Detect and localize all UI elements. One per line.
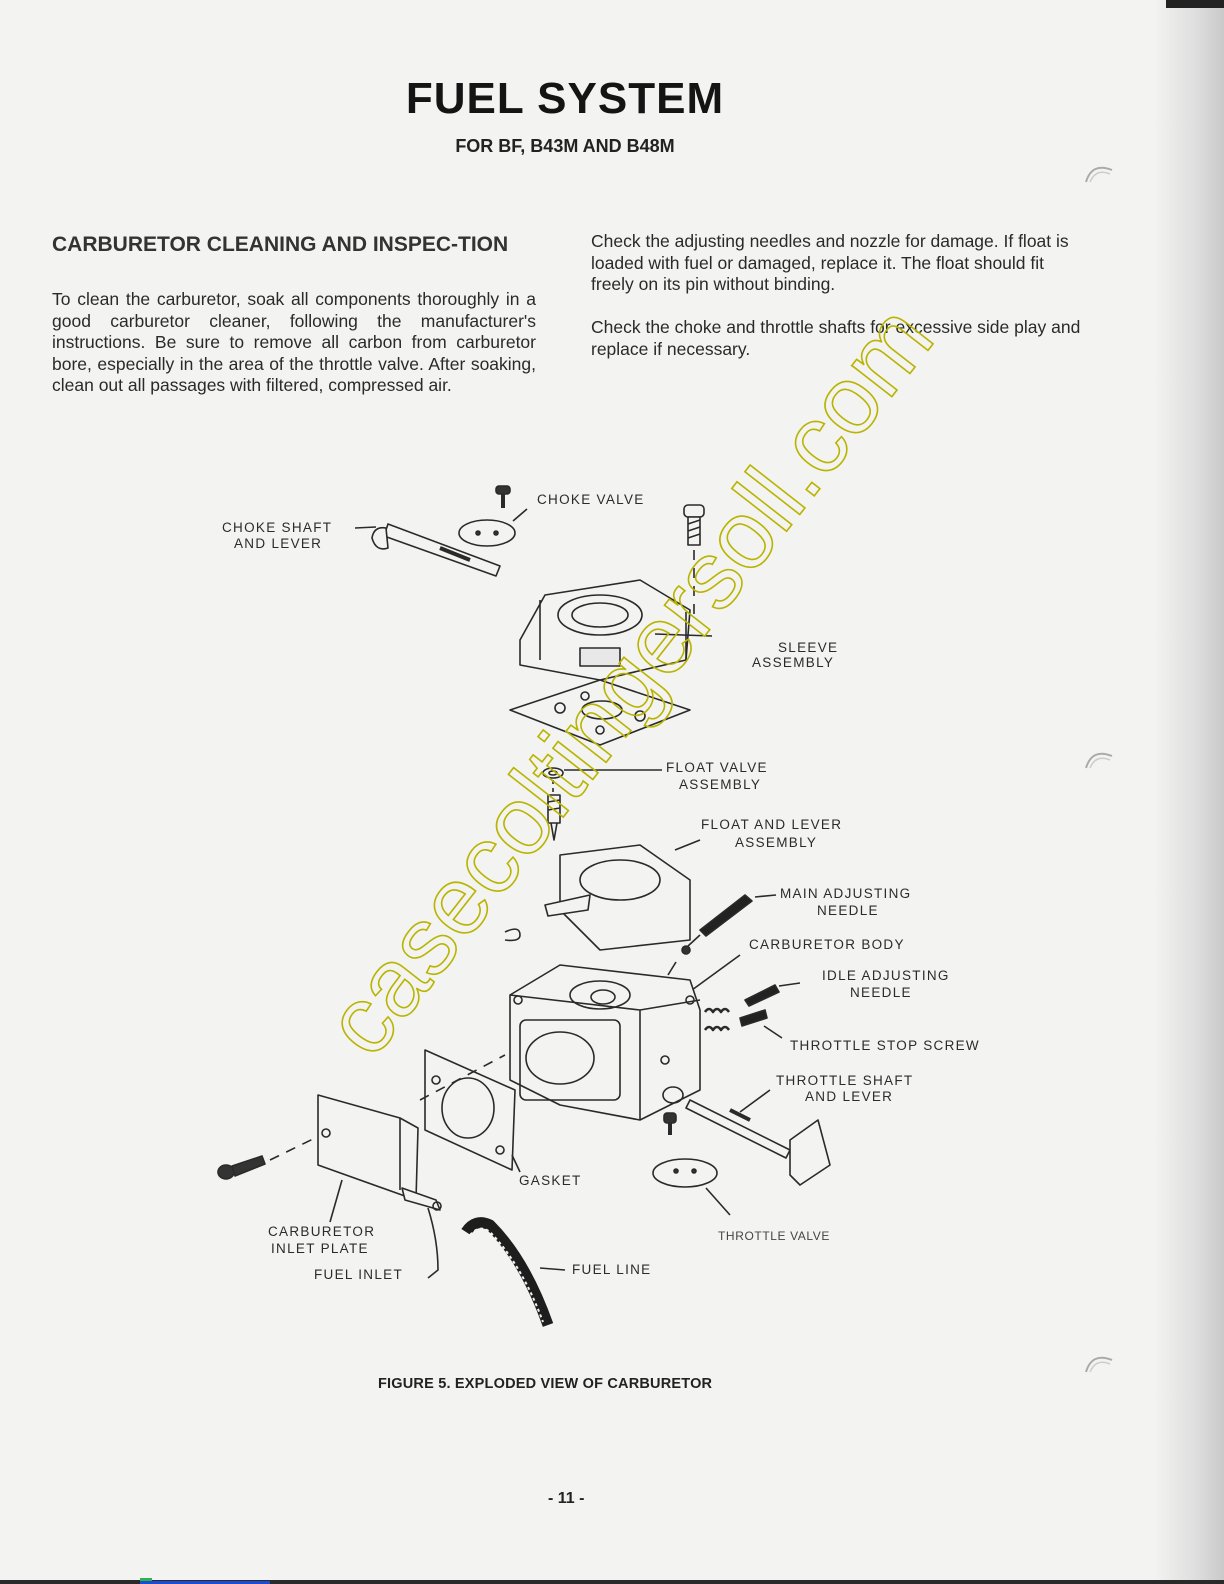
- page-edge-shadow: [1154, 0, 1224, 1584]
- sleeve-screw-icon: [683, 504, 705, 546]
- label-float-valve: FLOAT VALVE: [666, 760, 768, 775]
- page-title: FUEL SYSTEM: [405, 74, 725, 123]
- main-needle-icon: [687, 894, 753, 947]
- idle-needle-icon: [744, 982, 801, 1007]
- label-choke-shaft: CHOKE SHAFT: [222, 520, 332, 535]
- scan-edge-mark: [1166, 0, 1224, 8]
- punch-hole-icon: [1085, 1356, 1113, 1373]
- label-throttle-valve: THROTTLE VALVE: [718, 1229, 830, 1243]
- label-float-valve-2: ASSEMBLY: [679, 777, 761, 792]
- float-valve-icon: [542, 767, 564, 841]
- label-idle-needle: IDLE ADJUSTING: [822, 968, 950, 983]
- label-sleeve: SLEEVE: [778, 640, 838, 655]
- label-sleeve-2: ASSEMBLY: [752, 655, 834, 670]
- label-main-needle: MAIN ADJUSTING: [780, 886, 911, 901]
- part-labels: CHOKE VALVE CHOKE SHAFT AND LEVER SLEEVE…: [222, 492, 980, 1282]
- section-heading: CARBURETOR CLEANING AND INSPEC-TION: [52, 233, 509, 256]
- watermark-text: casecoltingersoll.com: [304, 286, 953, 1075]
- punch-hole-icon: [1085, 166, 1113, 183]
- throttle-shaft-icon: [662, 1086, 831, 1186]
- throttle-valve-disc-icon: [652, 1158, 718, 1188]
- carburetor-body-icon: [509, 964, 701, 1121]
- scan-bottom-edge: [0, 1580, 1224, 1584]
- label-fuel-line: FUEL LINE: [572, 1262, 651, 1277]
- label-inlet-plate: CARBURETOR: [268, 1224, 375, 1239]
- label-gasket: GASKET: [519, 1173, 582, 1188]
- label-choke-valve: CHOKE VALVE: [537, 492, 645, 507]
- top-gasket-icon: [509, 679, 691, 746]
- page-subtitle: FOR BF, B43M AND B48M: [455, 136, 675, 156]
- cleaning-paragraph: To clean the carburetor, soak all compon…: [52, 289, 536, 395]
- sleeve-assembly-icon: [519, 579, 713, 681]
- label-throttle-stop: THROTTLE STOP SCREW: [790, 1038, 980, 1053]
- label-idle-needle-2: NEEDLE: [850, 985, 912, 1000]
- throttle-screw-icon: [663, 1112, 677, 1135]
- label-throttle-shaft: THROTTLE SHAFT: [776, 1073, 913, 1088]
- scan-color-mark: [140, 1581, 270, 1584]
- choke-valve-disc-icon: [458, 519, 516, 547]
- inlet-screw-icon: [217, 1155, 266, 1180]
- page-number: - 11 -: [548, 1490, 585, 1507]
- choke-screw-icon: [495, 485, 511, 508]
- inspection-paragraph: Check the adjusting needles and nozzle f…: [591, 231, 1069, 294]
- label-choke-shaft-2: AND LEVER: [234, 536, 322, 551]
- choke-shaft-icon: [371, 523, 501, 577]
- float-assembly-icon: [544, 844, 691, 951]
- label-fuel-inlet: FUEL INLET: [314, 1267, 403, 1282]
- punch-hole-icon: [1085, 752, 1113, 769]
- label-main-needle-2: NEEDLE: [817, 903, 879, 918]
- gasket-icon: [424, 1049, 516, 1171]
- shaft-check-paragraph: Check the choke and throttle shafts for …: [591, 317, 1081, 359]
- scan-color-mark: [140, 1578, 152, 1581]
- fuel-line-hose-icon: [461, 1217, 554, 1327]
- spring-icon: [703, 1007, 731, 1032]
- label-inlet-plate-2: INLET PLATE: [271, 1241, 369, 1256]
- label-throttle-shaft-2: AND LEVER: [805, 1089, 893, 1104]
- inlet-plate-icon: [317, 1094, 442, 1211]
- label-carb-body: CARBURETOR BODY: [749, 937, 905, 952]
- label-float-lever: FLOAT AND LEVER: [701, 817, 842, 832]
- label-float-lever-2: ASSEMBLY: [735, 835, 817, 850]
- throttle-stop-screw-icon: [739, 1009, 768, 1027]
- figure-caption: FIGURE 5. EXPLODED VIEW OF CARBURETOR: [378, 1376, 713, 1392]
